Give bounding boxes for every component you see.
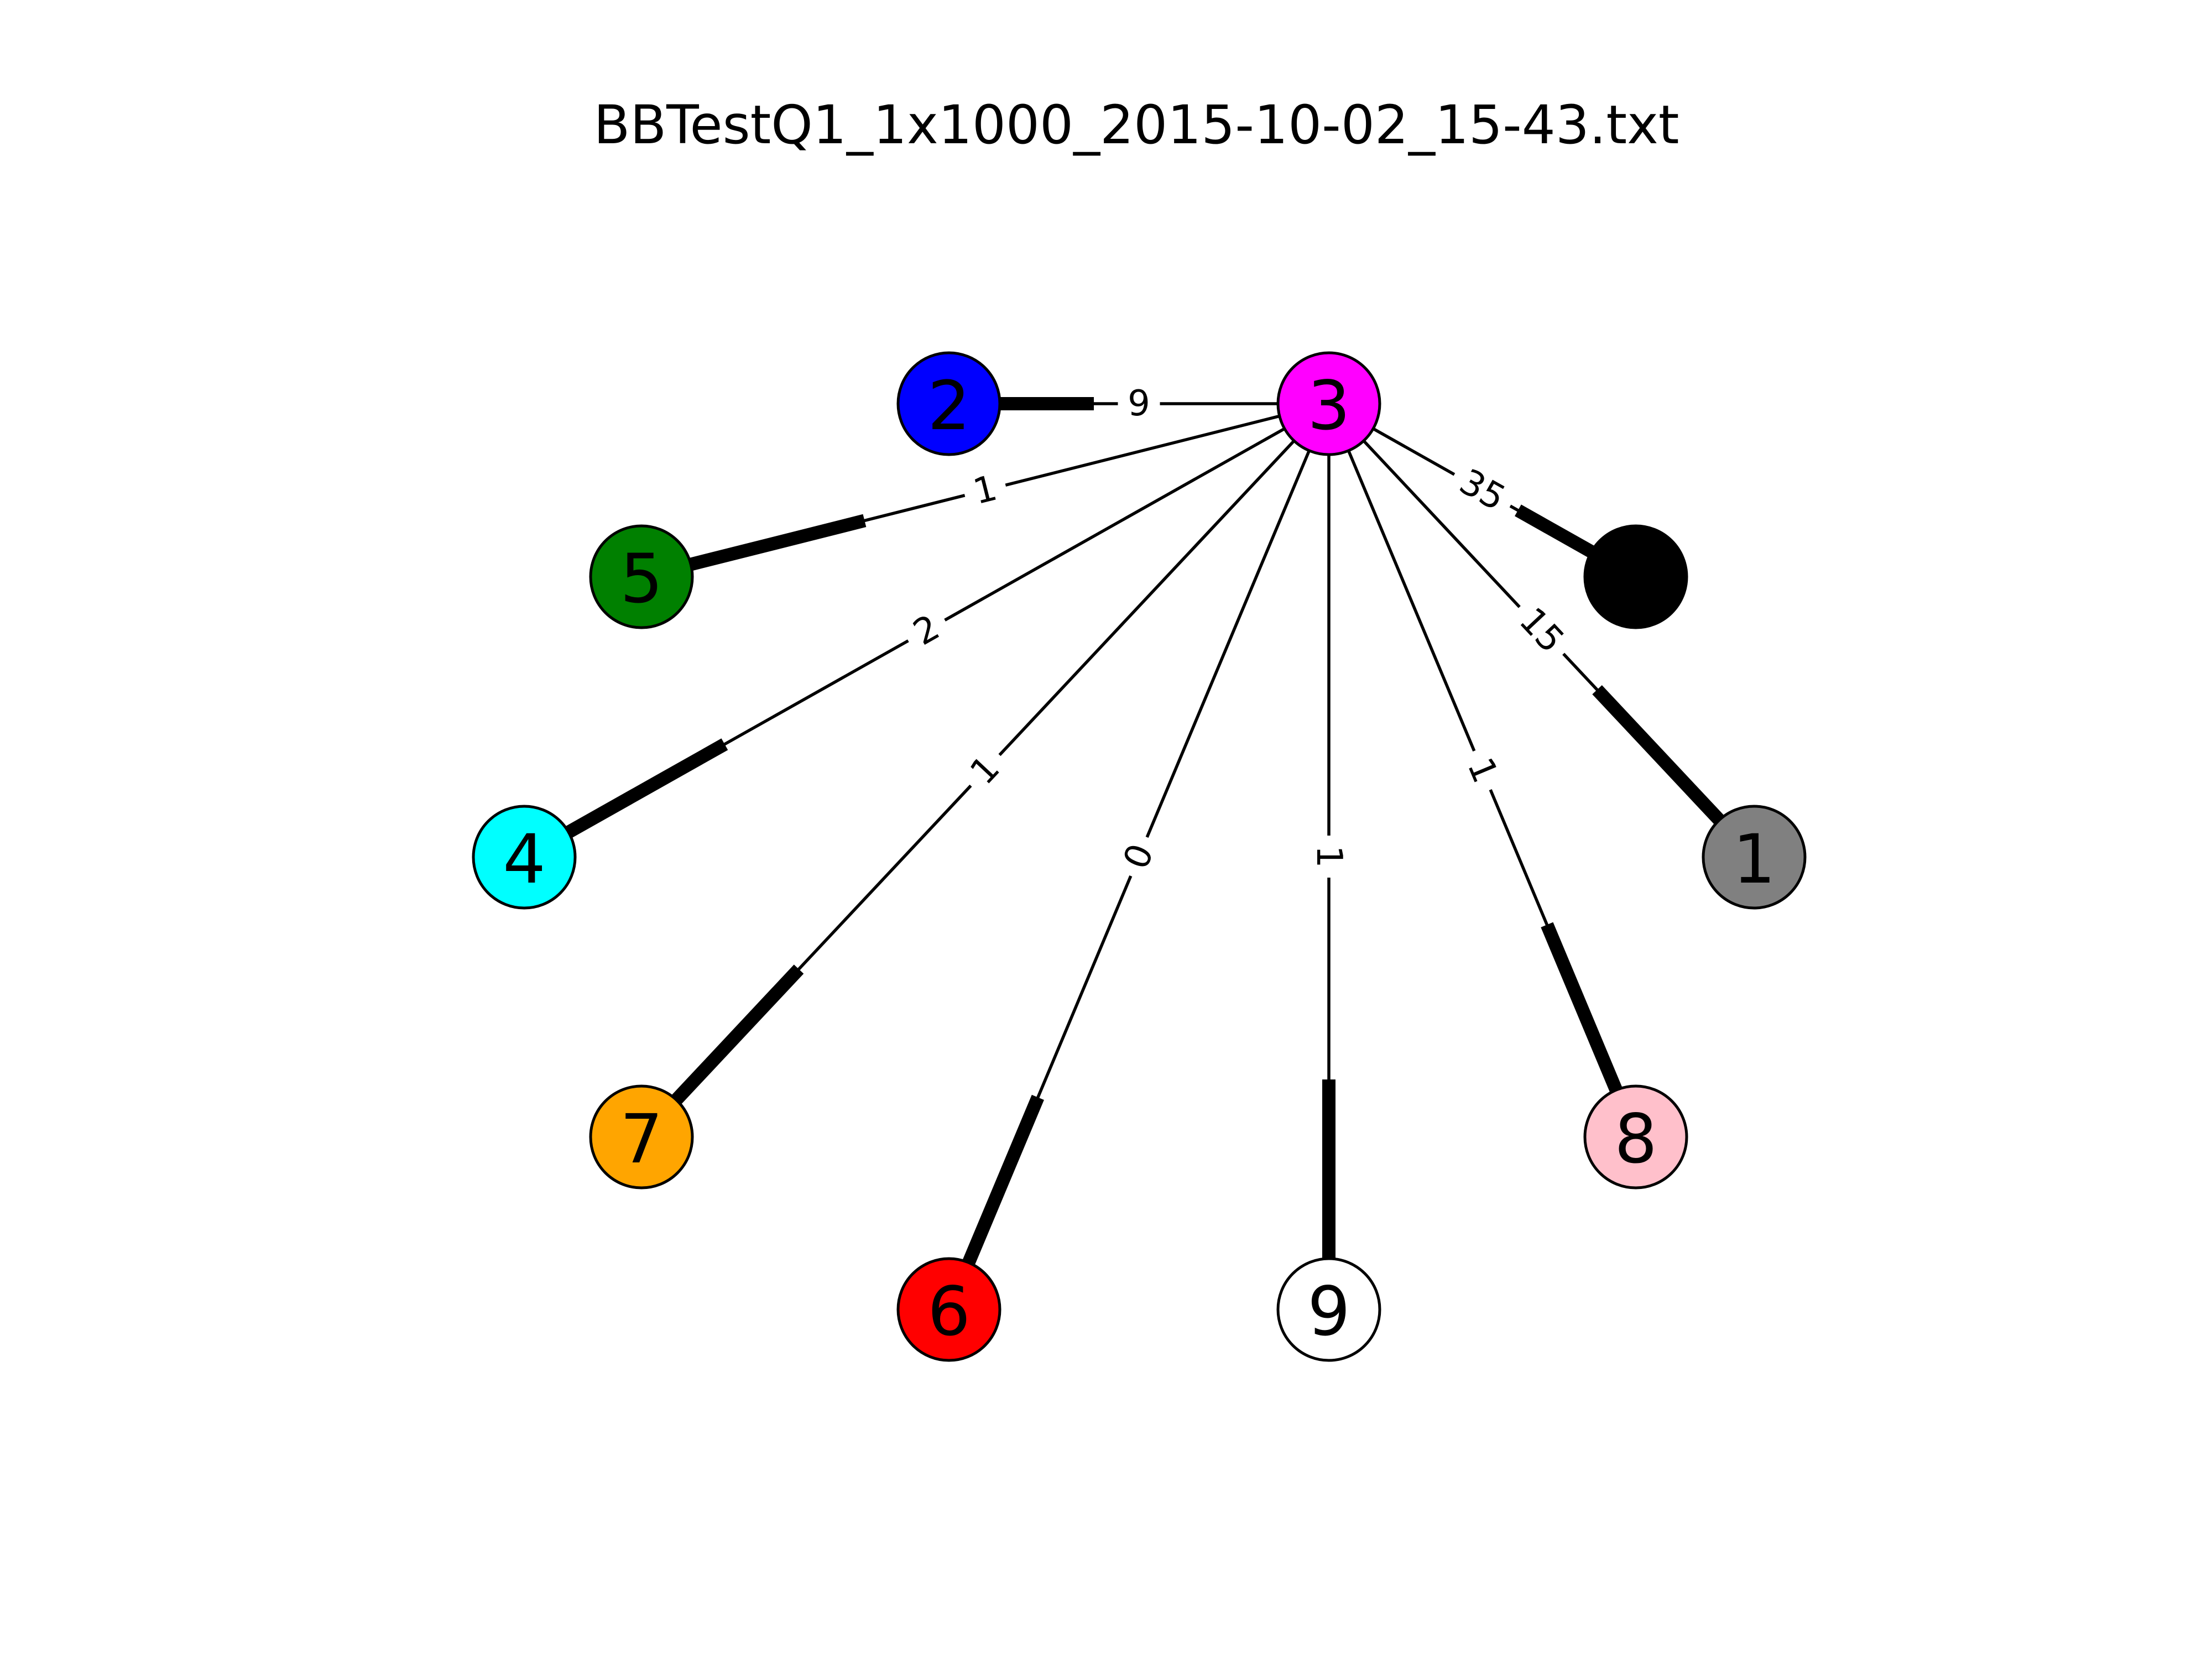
node-9: 9 — [1276, 1257, 1381, 1362]
node-1: 1 — [1702, 805, 1807, 910]
edge-3-1: 15 — [1362, 440, 1726, 827]
edge-arrow — [669, 964, 804, 1107]
node-circle — [896, 351, 1001, 456]
node-3: 3 — [1276, 351, 1381, 456]
edge-arrow — [1541, 922, 1624, 1096]
edge-label: 1 — [1308, 846, 1349, 868]
node-8: 8 — [1583, 1084, 1688, 1190]
node-circle — [896, 1257, 1001, 1362]
node-label: 3 — [1307, 367, 1350, 445]
edge-arrow — [1515, 504, 1598, 560]
node-circle — [1276, 1257, 1381, 1362]
node-label: 2 — [927, 367, 971, 445]
page-title: BBTestQ1_1x1000_2015-10-02_15-43.txt — [593, 94, 1679, 156]
node-label: 4 — [503, 820, 546, 899]
edge-3-7: 1 — [669, 440, 1296, 1107]
node-label: 5 — [620, 540, 663, 618]
edge-3-black: 35 — [1372, 427, 1598, 560]
node-label: 1 — [1733, 820, 1776, 899]
node-5: 5 — [589, 524, 694, 629]
edge-arrow — [686, 514, 867, 572]
edge-label: 9 — [1128, 383, 1150, 424]
edge-3-4: 2 — [562, 427, 1286, 840]
edge-3-8: 1 — [1347, 450, 1624, 1096]
edge-arrow — [961, 1094, 1044, 1269]
edge-3-9: 1 — [1306, 455, 1352, 1262]
edge-3-6: 0 — [961, 450, 1311, 1269]
node-4: 4 — [472, 805, 577, 910]
node-2: 2 — [896, 351, 1001, 456]
node-circle — [589, 1084, 694, 1190]
node-circle — [472, 805, 577, 910]
node-circle — [1276, 351, 1381, 456]
node-black — [1583, 524, 1688, 629]
node-label: 7 — [620, 1100, 663, 1178]
node-7: 7 — [589, 1084, 694, 1190]
edge-3-2: 9 — [997, 380, 1278, 427]
node-circle — [1583, 524, 1688, 629]
node-label: 8 — [1614, 1100, 1657, 1178]
edge-arrow — [562, 738, 728, 840]
node-label: 6 — [927, 1272, 971, 1351]
node-label: 9 — [1307, 1272, 1350, 1351]
edge-3-5: 1 — [686, 414, 1280, 572]
node-6: 6 — [896, 1257, 1001, 1362]
node-circle — [1702, 805, 1807, 910]
edge-arrow — [1592, 685, 1726, 827]
node-circle — [589, 524, 694, 629]
node-circle — [1583, 1084, 1688, 1190]
